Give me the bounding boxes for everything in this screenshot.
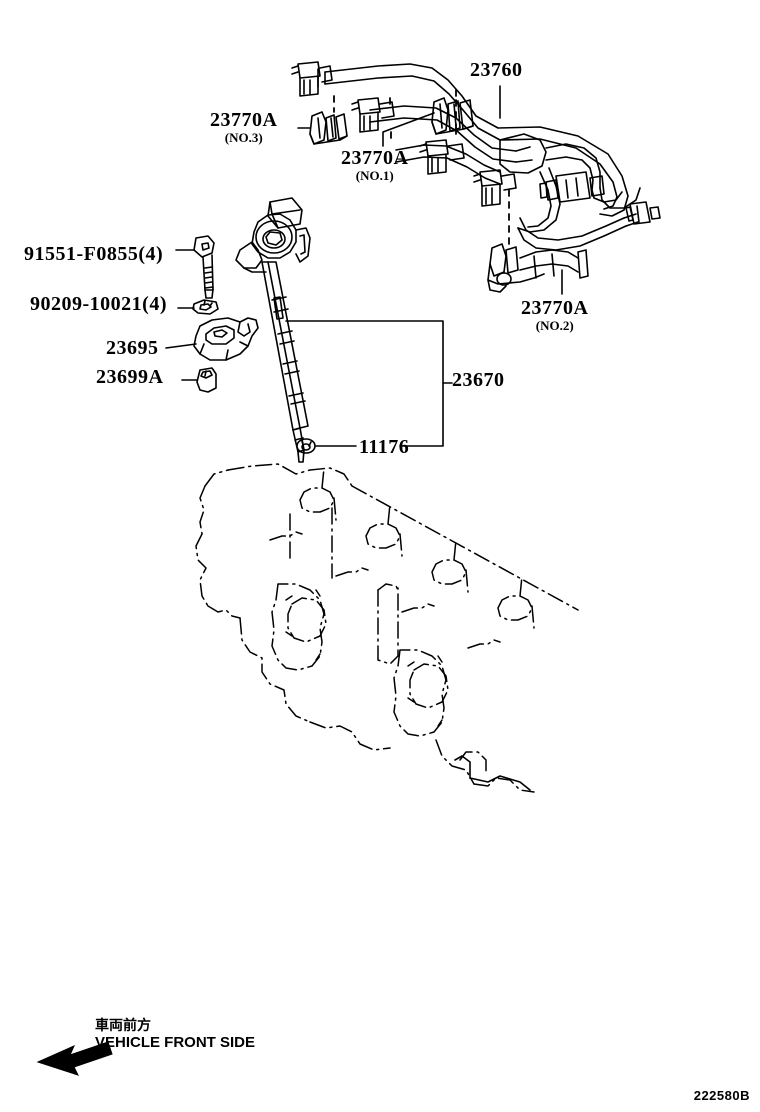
reference-dashed-lines-2: [389, 97, 457, 129]
injector-washer: [192, 299, 219, 315]
legend-english: VEHICLE FRONT SIDE: [95, 1034, 256, 1052]
vehicle-front-legend: 車両前方 VEHICLE FRONT SIDE: [95, 1018, 255, 1051]
fuel-pipe-clamp-no1: [431, 97, 474, 135]
legend-japanese: 車両前方: [95, 1018, 151, 1034]
fuel-pressure-damper: [539, 171, 605, 203]
part-note: (NO.2): [535, 318, 574, 333]
injector-bolt: [193, 235, 215, 299]
part-number: 23770A: [521, 297, 589, 319]
rail-connector-1: [291, 61, 333, 97]
part-number: 23770A: [210, 109, 278, 131]
fuel-hose-end-connector: [625, 201, 661, 225]
injector-grommet: [196, 367, 217, 393]
cylinder-head-reference: [195, 463, 579, 793]
rail-connector-3: [419, 139, 465, 175]
part-label-11176: 11176: [359, 437, 409, 458]
part-label-23695: 23695: [106, 338, 159, 359]
arrow-left-icon: [36, 1041, 113, 1076]
cylinder-head-bottom-edge: [454, 755, 531, 791]
part-number: 11176: [359, 436, 410, 458]
injector-assembly: [235, 197, 311, 463]
part-number: 90209-10021(4): [30, 293, 167, 315]
injector-seal-washer: [296, 438, 316, 454]
part-number: 23670: [452, 369, 505, 391]
part-label-23670: 23670: [452, 370, 505, 391]
part-label-91551-f0855-4: 91551-F0855(4): [24, 244, 163, 265]
part-number: 23699A: [96, 366, 164, 388]
part-number: 91551-F0855(4): [24, 243, 164, 265]
part-label-23770a: 23770A(NO.1): [341, 148, 408, 183]
part-number: 23770A: [341, 147, 409, 169]
reference-dashed-lines: [333, 89, 510, 249]
assembly-bracket-23670: [285, 320, 453, 447]
rail-connector-2: [351, 97, 395, 133]
part-label-23760: 23760: [470, 60, 523, 81]
injector-clamp: [193, 317, 259, 361]
part-label-23770a: 23770A(NO.2): [521, 298, 588, 333]
fuel-pipe-clamp-no3: [309, 111, 348, 145]
part-label-23699a: 23699A: [96, 367, 163, 388]
fuel-pipe-clamp-no2: [487, 243, 589, 293]
diagram-code: 222580B: [693, 1088, 750, 1103]
part-number: 23695: [106, 337, 159, 359]
rail-connector-4: [473, 169, 517, 207]
part-note: (NO.3): [224, 130, 263, 145]
part-note: (NO.1): [355, 168, 394, 183]
part-number: 23760: [470, 59, 523, 81]
leader-lines: [165, 85, 563, 447]
part-label-90209-10021-4: 90209-10021(4): [30, 294, 167, 315]
part-label-23770a: 23770A(NO.3): [210, 110, 277, 145]
